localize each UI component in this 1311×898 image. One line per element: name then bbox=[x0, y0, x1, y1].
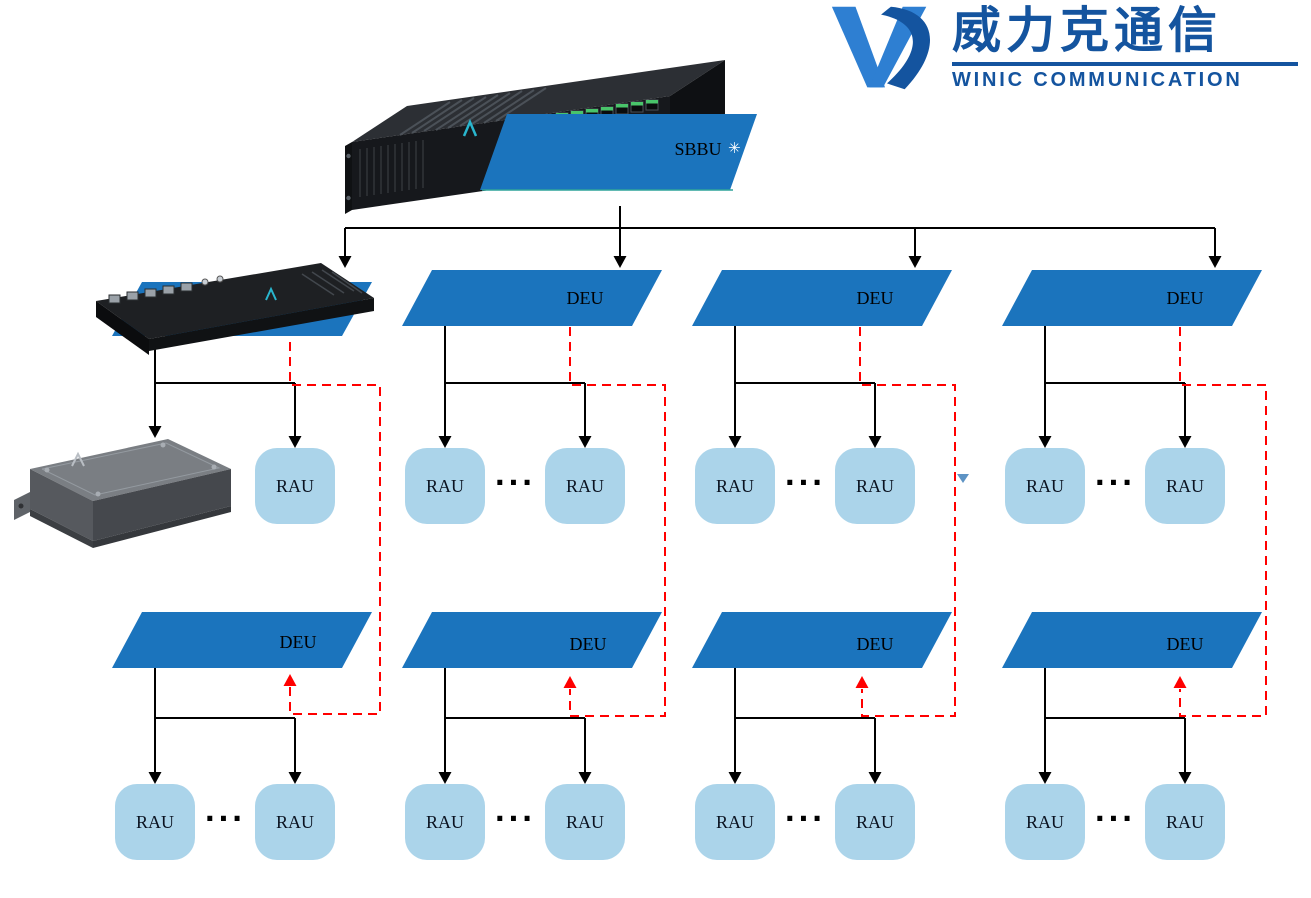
brand-name-cn: 威力克通信 bbox=[952, 4, 1223, 58]
brand-mark-icon bbox=[265, 286, 277, 301]
rau-node: RAU bbox=[115, 784, 195, 860]
deu-shape-r2-4 bbox=[1002, 612, 1262, 668]
tree-arrowhead-icons bbox=[148, 256, 1222, 784]
rau-node: RAU bbox=[835, 448, 915, 524]
top-vent-grille bbox=[399, 87, 547, 136]
deu-label-r2-1: DEU bbox=[279, 632, 317, 652]
ellipsis: ··· bbox=[784, 466, 826, 499]
deu-label-r1-4: DEU bbox=[1166, 288, 1204, 308]
rau-node: RAU bbox=[255, 784, 335, 860]
brand-divider bbox=[952, 62, 1298, 66]
rau-node: RAU bbox=[545, 448, 625, 524]
deu-label-r2-3: DEU bbox=[856, 634, 894, 654]
rau-node: RAU bbox=[405, 784, 485, 860]
ellipsis: ··· bbox=[1094, 802, 1136, 835]
deu-shape-r1-4 bbox=[1002, 270, 1262, 326]
ellipsis: ··· bbox=[1094, 466, 1136, 499]
cascade-arrowhead-icons bbox=[283, 674, 1187, 688]
rau-node: RAU bbox=[1145, 448, 1225, 524]
rau-node: RAU bbox=[1005, 448, 1085, 524]
rau-node: RAU bbox=[545, 784, 625, 860]
deu-shape-r2-3 bbox=[692, 612, 952, 668]
rau-node: RAU bbox=[1145, 784, 1225, 860]
rau-node: RAU bbox=[835, 784, 915, 860]
sbbu-shape bbox=[480, 114, 757, 190]
deu-label-r1-2: DEU bbox=[566, 288, 604, 308]
sbbu-label: SBBU bbox=[674, 139, 722, 159]
deu-shape-r1-2 bbox=[402, 270, 662, 326]
side-vent-grille bbox=[301, 269, 363, 296]
deu-label-r2-2: DEU bbox=[569, 634, 607, 654]
tree-connectors bbox=[154, 206, 1216, 773]
stray-blue-marker-icon bbox=[957, 474, 969, 483]
logo-mark-icon bbox=[831, 6, 931, 90]
front-port-row bbox=[108, 282, 193, 304]
brand-name-en: WINIC COMMUNICATION bbox=[952, 69, 1243, 91]
rau-device-photo bbox=[14, 439, 231, 548]
deu-shape-r2-1 bbox=[112, 612, 372, 668]
deu-shape-r1-3 bbox=[692, 270, 952, 326]
rau-node: RAU bbox=[695, 784, 775, 860]
front-vent-grille bbox=[359, 140, 424, 197]
deu-label-r2-4: DEU bbox=[1166, 634, 1204, 654]
deu-device-photo bbox=[96, 263, 374, 355]
cascade-links bbox=[289, 327, 1267, 717]
ellipsis: ··· bbox=[494, 466, 536, 499]
deu-shape-r2-2 bbox=[402, 612, 662, 668]
rau-node: RAU bbox=[405, 448, 485, 524]
ellipsis: ··· bbox=[204, 802, 246, 835]
brand-mark-icon bbox=[462, 118, 478, 137]
sparkle-icon: ✳ bbox=[728, 139, 741, 157]
ellipsis: ··· bbox=[494, 802, 536, 835]
rau-node: RAU bbox=[255, 448, 335, 524]
deu-label-r1-3: DEU bbox=[856, 288, 894, 308]
rau-node: RAU bbox=[1005, 784, 1085, 860]
ellipsis: ··· bbox=[784, 802, 826, 835]
brand-mark-icon bbox=[71, 451, 85, 467]
rau-node: RAU bbox=[695, 448, 775, 524]
logo-text-block: 威力克通信 WINIC COMMUNICATION bbox=[952, 2, 1298, 92]
company-logo: 威力克通信 WINIC COMMUNICATION bbox=[826, 2, 1298, 94]
